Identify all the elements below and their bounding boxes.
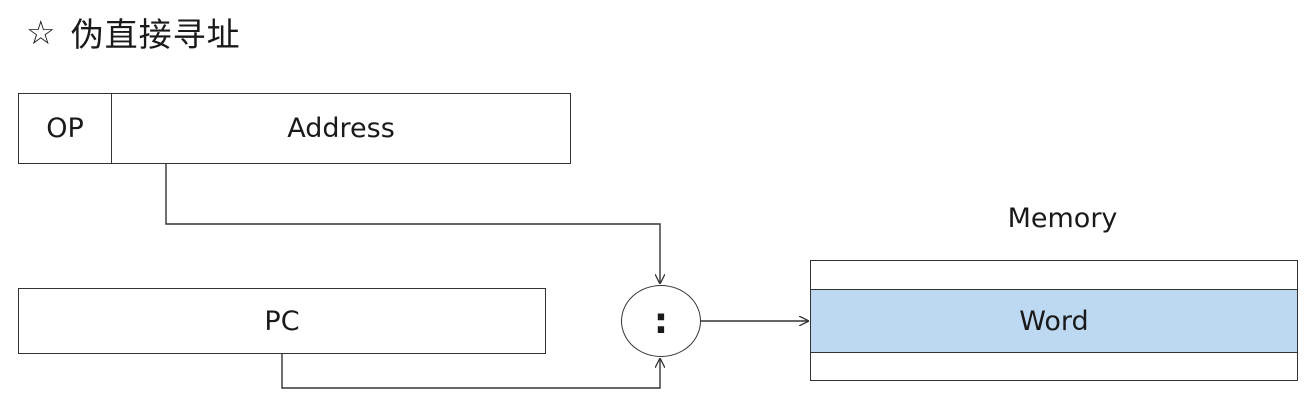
address-field: Address (287, 113, 395, 144)
instruction-format: OP Address (18, 93, 571, 164)
concatenation-node: : (621, 285, 701, 357)
address-to-concat-arrow (165, 164, 660, 283)
title-text: 伪直接寻址 (70, 15, 241, 54)
op-field: OP (19, 94, 112, 163)
memory-block: Word (810, 260, 1298, 381)
star-outline-icon: ☆ (26, 12, 57, 52)
memory-label: Memory (1007, 203, 1118, 234)
memory-word: Word (811, 289, 1297, 353)
page-title: ☆ 伪直接寻址 (26, 8, 241, 56)
pc-register: PC (18, 288, 546, 354)
pc-to-concat-arrow (281, 354, 660, 389)
